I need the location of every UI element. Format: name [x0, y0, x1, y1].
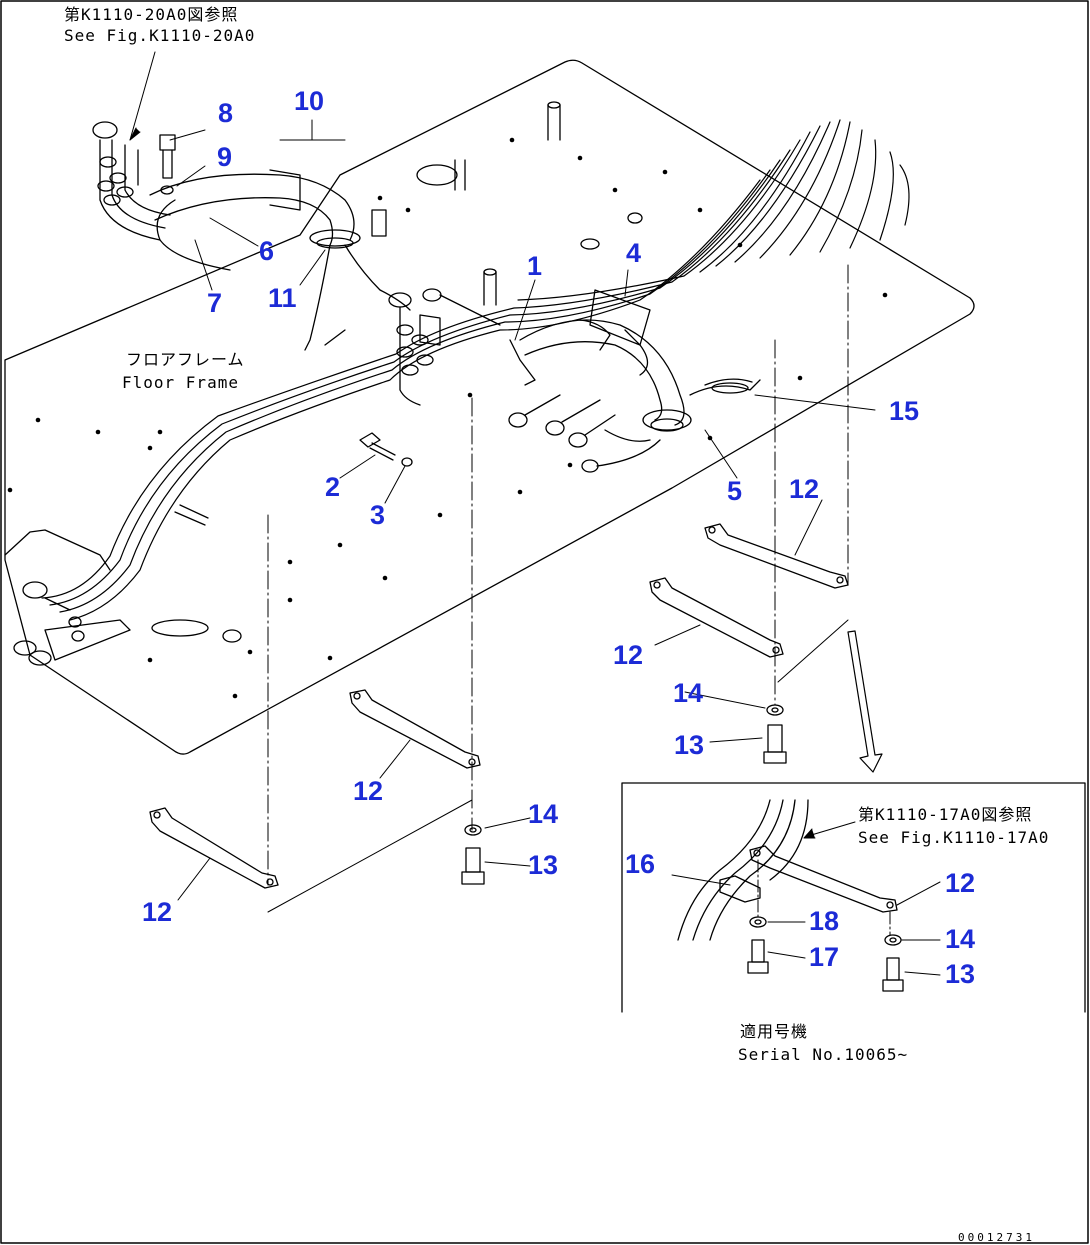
callout-9: 9	[217, 142, 233, 172]
reference-note-en: See Fig.K1110-20A0	[64, 26, 256, 45]
callout-13-b: 13	[528, 850, 559, 880]
mounting-holes	[7, 137, 888, 699]
serial-note-jp: 適用号機	[740, 1022, 809, 1041]
callout-14-b: 14	[528, 799, 559, 829]
clamp-b	[649, 577, 784, 658]
callout-1: 1	[527, 251, 543, 281]
callout-12-a: 12	[789, 474, 820, 504]
central-elbows	[509, 289, 761, 432]
leader-lines	[129, 51, 876, 901]
callout-14-a: 14	[673, 678, 704, 708]
floor-frame-label-en: Floor Frame	[122, 373, 239, 392]
callout-17: 17	[809, 942, 840, 972]
serial-note-en: Serial No.10065~	[738, 1045, 909, 1064]
bolt-and-washer	[359, 432, 413, 467]
callout-12-d: 12	[142, 897, 173, 927]
clamp-d	[149, 807, 279, 889]
floor-frame-label-jp: フロアフレーム	[126, 350, 245, 369]
assembly-lines	[267, 264, 849, 886]
inset-detail	[621, 782, 1086, 1013]
callout-13-a: 13	[674, 730, 705, 760]
hose-bundle	[41, 119, 910, 621]
callout-5: 5	[727, 476, 743, 506]
clamp-c	[349, 689, 481, 769]
callout-12-b: 12	[613, 640, 644, 670]
detail-arrow	[847, 630, 883, 773]
callout-12-inset: 12	[945, 868, 976, 898]
callout-4: 4	[626, 238, 642, 268]
callout-13-inset: 13	[945, 959, 976, 989]
callout-11: 11	[268, 283, 297, 313]
upper-fittings	[92, 121, 176, 241]
clamps	[149, 523, 849, 889]
inset-reference-note-en: See Fig.K1110-17A0	[858, 828, 1050, 847]
callout-6: 6	[259, 236, 275, 266]
callout-8: 8	[218, 98, 234, 128]
clamp-a	[704, 523, 849, 589]
callout-15: 15	[889, 396, 920, 426]
callout-14-inset: 14	[945, 924, 976, 954]
central-fittings	[388, 288, 661, 473]
callout-3: 3	[370, 500, 386, 530]
callout-12-c: 12	[353, 776, 384, 806]
callout-7: 7	[207, 288, 223, 318]
callout-16: 16	[625, 849, 656, 879]
callout-18: 18	[809, 906, 840, 936]
upper-hoses	[149, 169, 411, 351]
callout-10: 10	[294, 86, 325, 116]
lower-fittings	[13, 581, 131, 666]
inset-reference-note-jp: 第K1110-17A0図参照	[858, 805, 1033, 824]
connector-lines	[267, 619, 849, 913]
washers-and-bolts	[461, 704, 787, 885]
reference-note-jp: 第K1110-20A0図参照	[64, 5, 239, 24]
callout-2: 2	[325, 472, 341, 502]
drawing-number: 00012731	[958, 1231, 1035, 1244]
floor-frame-plate	[4, 59, 975, 755]
